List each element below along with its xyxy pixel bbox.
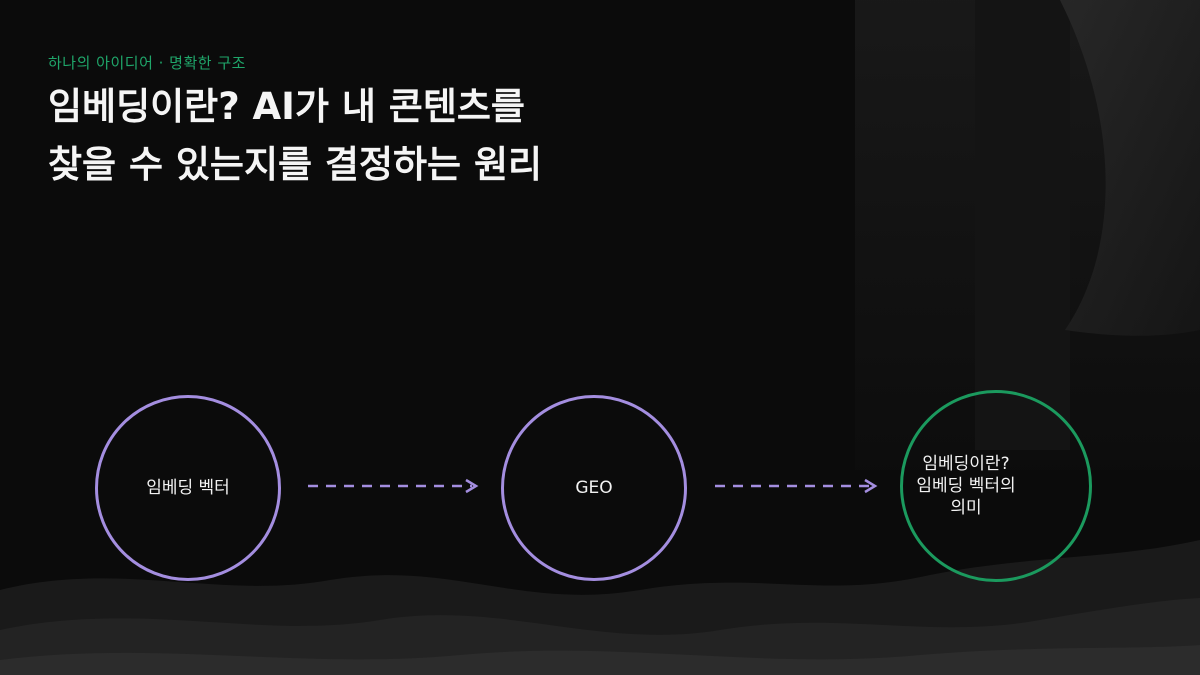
title-line-2: 찾을 수 있는지를 결정하는 원리 [48,143,543,186]
title-line-1: 임베딩이란? AI가 내 콘텐츠를 [48,85,525,128]
node-embedding-vector: 임베딩 벡터 [95,395,281,581]
node-geo: GEO [501,395,687,581]
node-label: 임베딩이란? 임베딩 벡터의 의미 [916,453,1015,519]
node-label: 임베딩 벡터 [146,478,230,498]
node-label-line: 임베딩이란? [922,454,1010,474]
node-label-line: 의미 [950,498,982,518]
node-embedding-meaning: 임베딩이란? 임베딩 벡터의 의미 [900,390,1092,582]
node-label: GEO [575,478,613,498]
arrow-icon [308,478,479,494]
node-label-line: 임베딩 벡터의 [916,476,1016,496]
slide-title: 임베딩이란? AI가 내 콘텐츠를 찾을 수 있는지를 결정하는 원리 [48,78,808,194]
arrow-icon [715,478,878,494]
eyebrow-label: 하나의 아이디어 · 명확한 구조 [48,54,246,72]
